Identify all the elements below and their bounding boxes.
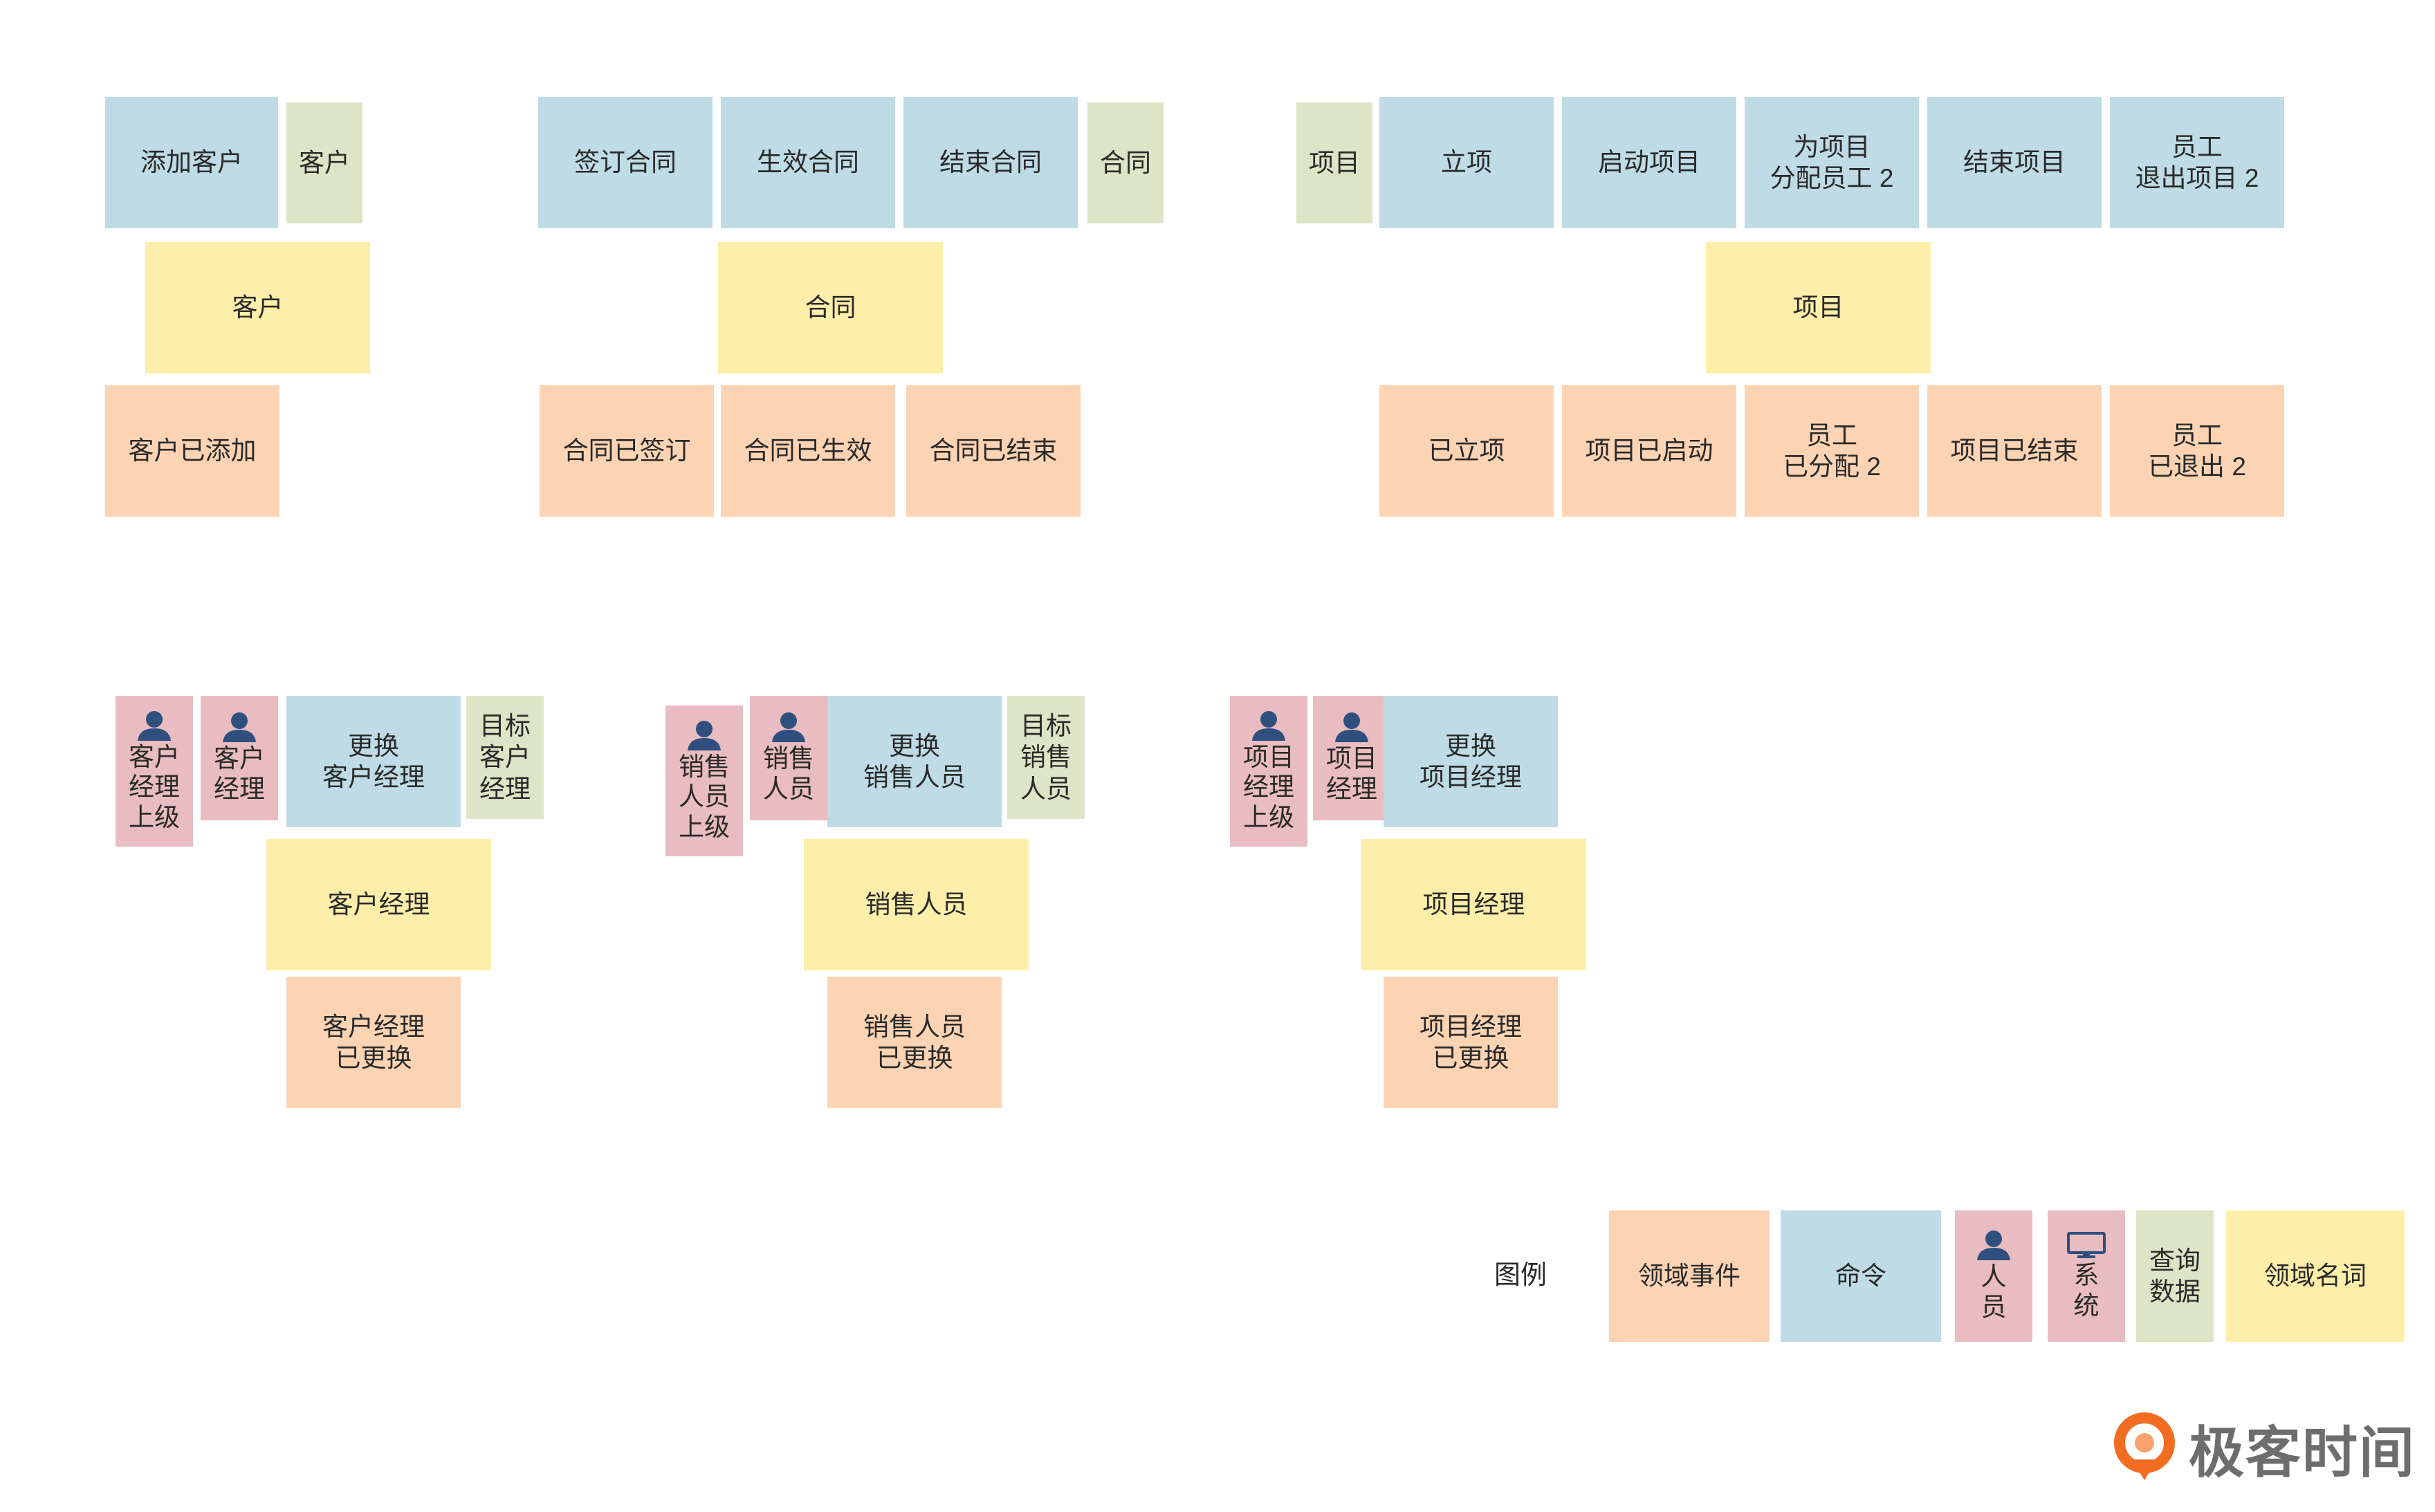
entity-customer-manager: 客户经理 — [266, 839, 491, 970]
event-employee-assigned: 员工 已分配 2 — [1745, 385, 1919, 517]
legend-entity: 领域名词 — [2226, 1210, 2405, 1342]
entity-project: 项目 — [1706, 242, 1931, 374]
brand-logo: 极客时间 — [2111, 1408, 2416, 1488]
command-change-project-manager: 更换 项目经理 — [1384, 696, 1558, 827]
person-icon — [1977, 1230, 2010, 1261]
legend-actor: 人 员 — [1955, 1210, 2032, 1342]
actor-sales-superior: 销售 人员 上级 — [665, 706, 743, 856]
actor-label: 项目 经理 上级 — [1243, 742, 1294, 831]
legend-title: 图例 — [1494, 1261, 1547, 1290]
actor-label: 客户 经理 — [214, 744, 265, 803]
monitor-icon — [2067, 1232, 2106, 1259]
command-create-project: 立项 — [1379, 97, 1554, 228]
geektime-logo-icon — [2114, 1412, 2175, 1480]
actor-sales: 销售 人员 — [750, 696, 827, 820]
legend-system-label: 系 统 — [2073, 1261, 2099, 1320]
actor-label: 销售 人员 — [763, 744, 814, 803]
command-assign-employee: 为项目 分配员工 2 — [1745, 97, 1919, 228]
event-project-created: 已立项 — [1379, 385, 1554, 517]
entity-project-manager: 项目经理 — [1361, 839, 1586, 970]
legend-system: 系 统 — [2048, 1210, 2125, 1342]
event-project-manager-changed: 项目经理 已更换 — [1384, 977, 1558, 1108]
event-project-started: 项目已启动 — [1562, 385, 1736, 517]
person-icon — [1252, 710, 1285, 741]
entity-sales: 销售人员 — [804, 839, 1029, 970]
query-contract: 合同 — [1087, 102, 1164, 223]
actor-label: 销售 人员 上级 — [679, 752, 730, 841]
person-icon — [772, 712, 805, 743]
person-icon — [223, 712, 256, 743]
event-contract-signed: 合同已签订 — [540, 385, 714, 517]
entity-contract: 合同 — [718, 242, 943, 374]
command-end-contract: 结束合同 — [903, 97, 1078, 228]
legend-event: 领域事件 — [1609, 1210, 1770, 1342]
actor-label: 客户 经理 上级 — [129, 742, 180, 831]
command-start-project: 启动项目 — [1562, 97, 1736, 228]
person-icon — [688, 720, 721, 750]
query-project: 项目 — [1296, 102, 1372, 223]
person-icon — [138, 710, 171, 741]
entity-customer: 客户 — [145, 242, 370, 374]
person-icon — [1335, 712, 1368, 743]
event-employee-quit: 员工 已退出 2 — [2110, 385, 2284, 517]
query-target-customer-manager: 目标 客户 经理 — [466, 696, 544, 819]
legend-query: 查询 数据 — [2136, 1210, 2214, 1342]
event-customer-added: 客户已添加 — [105, 385, 279, 517]
event-sales-changed: 销售人员 已更换 — [827, 977, 1002, 1108]
command-sign-contract: 签订合同 — [538, 97, 713, 228]
actor-customer-manager-superior: 客户 经理 上级 — [116, 696, 193, 847]
actor-project-manager: 项目 经理 — [1313, 696, 1390, 820]
command-add-customer: 添加客户 — [105, 97, 278, 228]
actor-customer-manager: 客户 经理 — [201, 696, 278, 820]
actor-label: 项目 经理 — [1326, 744, 1377, 803]
event-contract-activated: 合同已生效 — [721, 385, 895, 517]
command-change-sales: 更换 销售人员 — [827, 696, 1002, 827]
command-change-customer-manager: 更换 客户经理 — [286, 696, 461, 827]
legend-actor-label: 人 员 — [1981, 1262, 2007, 1321]
actor-project-manager-superior: 项目 经理 上级 — [1230, 696, 1307, 847]
command-employee-quit: 员工 退出项目 2 — [2110, 97, 2284, 228]
brand-name: 极客时间 — [2189, 1422, 2416, 1484]
legend-command: 命令 — [1781, 1210, 1941, 1342]
query-customer: 客户 — [286, 102, 362, 223]
event-customer-manager-changed: 客户经理 已更换 — [286, 977, 461, 1108]
command-end-project: 结束项目 — [1927, 97, 2102, 228]
command-activate-contract: 生效合同 — [721, 97, 895, 228]
event-project-ended: 项目已结束 — [1927, 385, 2102, 517]
query-target-sales: 目标 销售 人员 — [1007, 696, 1085, 819]
event-contract-ended: 合同已结束 — [906, 385, 1081, 517]
